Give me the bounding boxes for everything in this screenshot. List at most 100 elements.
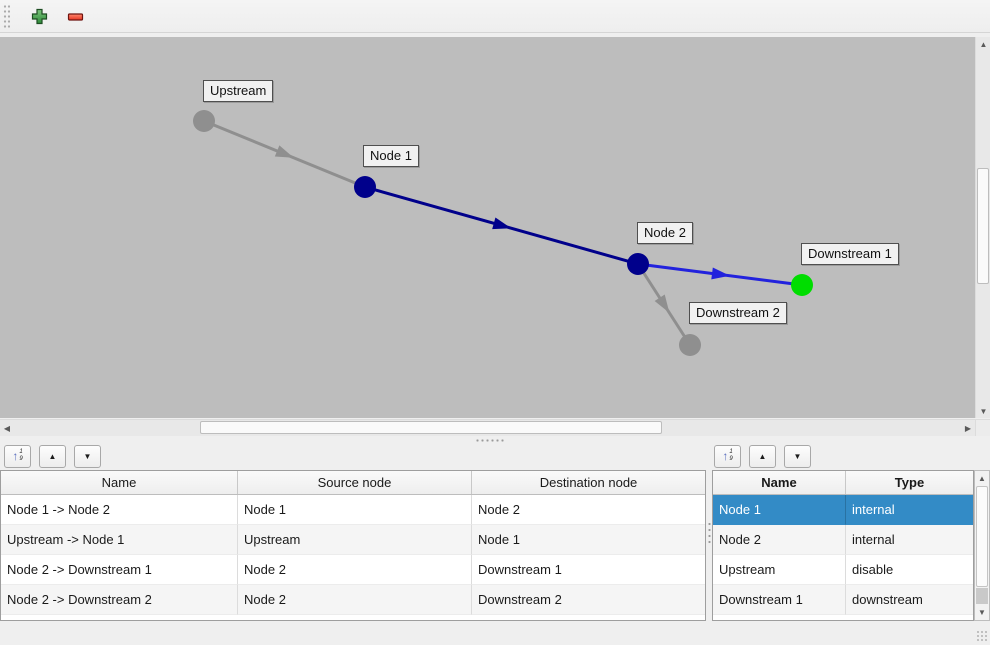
graph-node-node2[interactable] — [627, 253, 649, 275]
up-triangle-icon: ▲ — [48, 451, 57, 461]
canvas-hscrollbar[interactable]: ◀ ▶ — [0, 419, 975, 436]
edge-source-cell[interactable]: Node 1 — [238, 495, 472, 525]
down-arrow-icon: ▼ — [978, 608, 986, 617]
column-header-name[interactable]: Name — [713, 471, 846, 494]
edge-source-cell[interactable]: Node 2 — [238, 585, 472, 615]
table-row[interactable]: Downstream 1 downstream — [713, 585, 973, 615]
down-triangle-icon: ▼ — [83, 451, 92, 461]
vertical-pane-splitter[interactable] — [706, 443, 712, 622]
column-header-label: Type — [894, 475, 925, 490]
splitter-grip-dots — [475, 439, 505, 442]
sort-digit-1: 1 — [729, 449, 733, 456]
table-row-selected[interactable]: Node 1 internal — [713, 495, 973, 525]
edge-name-cell[interactable]: Node 2 -> Downstream 1 — [1, 555, 238, 585]
canvas-vscroll-thumb[interactable] — [977, 168, 989, 284]
node-label-downstream1[interactable]: Downstream 1 — [801, 243, 899, 265]
graph-node-downstream1[interactable] — [791, 274, 813, 296]
sort-digit-9: 9 — [19, 456, 23, 462]
add-node-button[interactable] — [26, 3, 52, 29]
edge-destination-cell[interactable]: Downstream 2 — [472, 585, 705, 615]
sort-arrow-glyph: ↑ — [722, 449, 729, 463]
edges-move-up-button[interactable]: ▲ — [39, 444, 66, 468]
column-header-label: Name — [101, 475, 137, 490]
nodes-table-header: Name Type — [713, 471, 973, 495]
canvas-hscroll-left-button[interactable]: ◀ — [0, 420, 14, 436]
edge-source-cell[interactable]: Upstream — [238, 525, 472, 555]
nodes-vscroll-trough[interactable] — [976, 588, 988, 604]
canvas-hscroll-thumb[interactable] — [200, 421, 662, 434]
sort-digit-1: 1 — [19, 449, 23, 456]
up-arrow-icon: ▲ — [979, 39, 988, 49]
column-header-type[interactable]: Type — [846, 471, 973, 494]
edge-name-cell[interactable]: Node 1 -> Node 2 — [1, 495, 238, 525]
column-header-destination-node[interactable]: Destination node — [472, 471, 705, 494]
node-name-cell[interactable]: Downstream 1 — [713, 585, 846, 615]
nodes-move-down-button[interactable]: ▼ — [784, 444, 811, 468]
nodes-vscroll-down-button[interactable]: ▼ — [975, 606, 989, 619]
up-triangle-icon: ▲ — [758, 451, 767, 461]
table-row[interactable]: Node 2 -> Downstream 2 Node 2 Downstream… — [1, 585, 705, 615]
edge-arrow-icon — [711, 267, 730, 280]
node-type-cell[interactable]: internal — [852, 502, 895, 517]
remove-node-button[interactable] — [62, 3, 88, 29]
node-name-cell[interactable]: Node 2 — [713, 525, 846, 555]
up-arrow-icon: ▲ — [978, 474, 986, 483]
node-label-downstream2[interactable]: Downstream 2 — [689, 302, 787, 324]
node-name-cell[interactable]: Upstream — [713, 555, 846, 585]
toolbar-drag-handle[interactable] — [2, 3, 10, 29]
graph-node-upstream[interactable] — [193, 110, 215, 132]
node-label-node1[interactable]: Node 1 — [363, 145, 419, 167]
table-row[interactable]: Node 2 -> Downstream 1 Node 2 Downstream… — [1, 555, 705, 585]
column-header-name[interactable]: Name — [1, 471, 238, 494]
node-type-cell[interactable]: internal — [846, 525, 973, 555]
plus-icon — [31, 8, 47, 24]
table-row[interactable]: Node 2 internal — [713, 525, 973, 555]
canvas-vscrollbar[interactable]: ▲ ▼ — [975, 37, 990, 418]
edges-table: Name Source node Destination node Node 1… — [0, 470, 706, 621]
edge-name-cell[interactable]: Node 2 -> Downstream 2 — [1, 585, 238, 615]
table-row[interactable]: Upstream -> Node 1 Upstream Node 1 — [1, 525, 705, 555]
nodes-table: Name Type Node 1 internal Node 2 interna… — [712, 470, 974, 621]
node-type-cell[interactable]: disable — [846, 555, 973, 585]
nodes-vscroll-thumb[interactable] — [976, 486, 988, 587]
down-triangle-icon: ▼ — [793, 451, 802, 461]
window-resize-grip[interactable] — [976, 630, 988, 642]
edge-source-cell[interactable]: Node 2 — [238, 555, 472, 585]
canvas-hscroll-right-button[interactable]: ▶ — [961, 420, 975, 436]
node-name-cell[interactable]: Node 1 — [713, 495, 846, 525]
edge-destination-cell[interactable]: Downstream 1 — [472, 555, 705, 585]
right-arrow-icon: ▶ — [964, 423, 972, 433]
nodes-move-up-button[interactable]: ▲ — [749, 444, 776, 468]
edge-destination-cell[interactable]: Node 1 — [472, 525, 705, 555]
horizontal-pane-splitter[interactable] — [0, 437, 990, 443]
table-row[interactable]: Upstream disable — [713, 555, 973, 585]
canvas-vscroll-up-button[interactable]: ▲ — [976, 37, 990, 51]
down-arrow-icon: ▼ — [979, 406, 988, 416]
canvas-vscroll-down-button[interactable]: ▼ — [976, 404, 990, 418]
edge-destination-cell[interactable]: Node 2 — [472, 495, 705, 525]
node-type-cell[interactable]: downstream — [846, 585, 973, 615]
edge-name-cell[interactable]: Upstream -> Node 1 — [1, 525, 238, 555]
graph-node-node1[interactable] — [354, 176, 376, 198]
column-header-label: Name — [761, 475, 797, 490]
column-header-label: Destination node — [539, 475, 638, 490]
node-label-upstream[interactable]: Upstream — [203, 80, 274, 102]
node-label-node2[interactable]: Node 2 — [637, 222, 693, 244]
scrollbar-corner — [975, 419, 990, 436]
edges-move-down-button[interactable]: ▼ — [74, 444, 101, 468]
column-header-source-node[interactable]: Source node — [238, 471, 472, 494]
splitter-grip-dots — [708, 521, 711, 547]
table-row[interactable]: Node 1 -> Node 2 Node 1 Node 2 — [1, 495, 705, 525]
left-arrow-icon: ◀ — [3, 423, 11, 433]
nodes-table-vscrollbar[interactable]: ▲ ▼ — [974, 470, 990, 621]
graph-node-downstream2[interactable] — [679, 334, 701, 356]
nodes-vscroll-up-button[interactable]: ▲ — [975, 472, 989, 485]
edge-arrow-icon — [654, 294, 670, 313]
edge-arrow-icon — [274, 145, 294, 158]
